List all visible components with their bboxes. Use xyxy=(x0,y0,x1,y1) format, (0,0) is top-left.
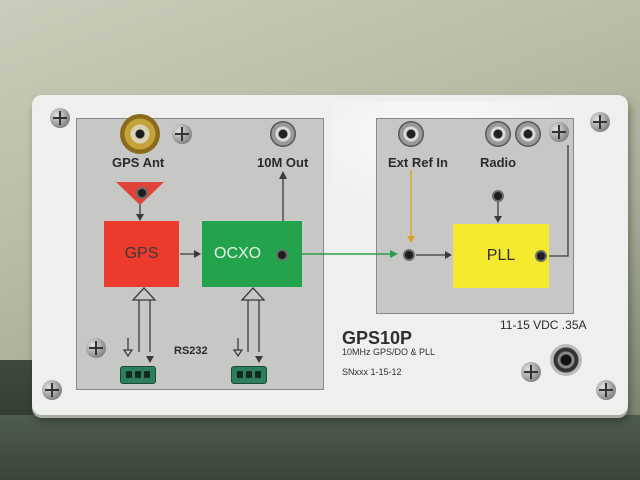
antenna-led-hole xyxy=(136,187,148,199)
screw-icon xyxy=(549,122,569,142)
10m-out-label: 10M Out xyxy=(257,155,309,170)
pll-block: PLL xyxy=(453,224,549,288)
ocxo-block-label: OCXO xyxy=(214,245,262,262)
gps-ant-label: GPS Ant xyxy=(112,155,165,170)
gps-antenna-connector[interactable] xyxy=(120,114,160,154)
screw-icon xyxy=(42,380,62,400)
screw-icon xyxy=(521,362,541,382)
ocxo-trim-hole xyxy=(276,249,288,261)
screw-icon xyxy=(590,112,610,132)
10m-out-connector[interactable] xyxy=(270,121,296,147)
gps-block-label: GPS xyxy=(124,245,159,262)
pll-block-label: PLL xyxy=(486,247,516,264)
radio-hole xyxy=(492,190,504,202)
rs232-label: RS232 xyxy=(174,345,208,357)
screw-icon xyxy=(172,124,192,144)
model-subtitle: 10MHz GPS/DO & PLL xyxy=(342,347,436,357)
screw-icon xyxy=(86,338,106,358)
radio-label: Radio xyxy=(480,155,517,170)
serial-number: SNxxx 1-15-12 xyxy=(342,367,402,377)
junction-hole xyxy=(403,249,415,261)
pll-led-hole xyxy=(535,250,547,262)
rs232-connector-gps[interactable] xyxy=(120,366,156,384)
ext-ref-in-label: Ext Ref In xyxy=(388,155,448,170)
ext-ref-in-connector[interactable] xyxy=(398,121,424,147)
gps-block: GPS xyxy=(104,221,179,287)
power-spec-label: 11-15 VDC .35A xyxy=(500,318,587,332)
power-jack[interactable] xyxy=(550,344,582,376)
radio-connector[interactable] xyxy=(485,121,511,147)
screw-icon xyxy=(596,380,616,400)
pll-aux-connector[interactable] xyxy=(515,121,541,147)
screw-icon xyxy=(50,108,70,128)
model-title: GPS10P xyxy=(342,328,413,348)
workbench-foreground xyxy=(0,415,640,480)
rs232-connector-ocxo[interactable] xyxy=(231,366,267,384)
